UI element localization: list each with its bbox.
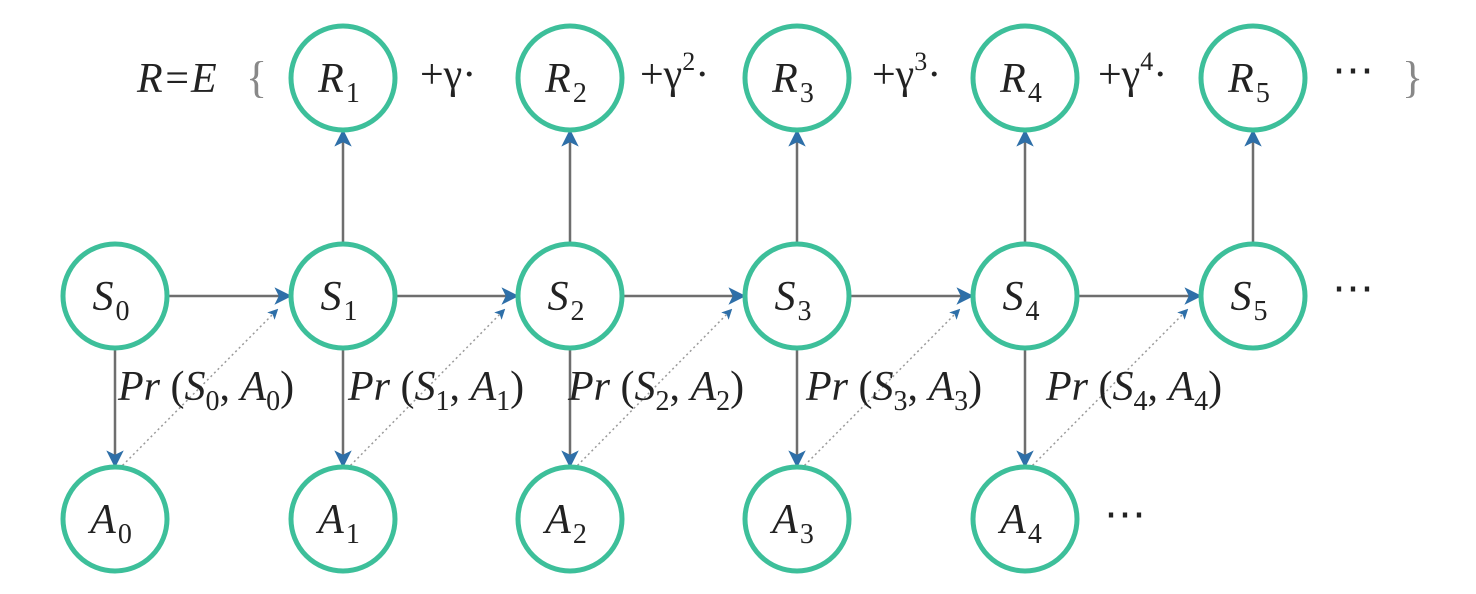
state-node-label: S0 [93, 274, 130, 327]
transition-probability-label: Pr (S3, A3) [805, 364, 982, 417]
reward-node-circle [288, 23, 398, 133]
reward-node-circle [970, 23, 1080, 133]
reward-node-1: R1 [288, 23, 398, 133]
action-node-circle [742, 464, 852, 574]
action-node-label: A1 [315, 497, 360, 550]
state-node-circle [60, 241, 170, 351]
reward-node-5: R5 [1198, 23, 1308, 133]
state-node-circle [515, 241, 625, 351]
state-node-circle [288, 241, 398, 351]
action-node-3: A3 [742, 464, 852, 574]
action-node-1: A1 [288, 464, 398, 574]
state-node-3: S3 [742, 241, 852, 351]
reward-series-ellipsis: ⋯ [1332, 48, 1374, 94]
reward-node-label: R5 [1227, 56, 1270, 109]
discount-operator: +γ2· [640, 47, 709, 98]
reward-node-3: R3 [742, 23, 852, 133]
edges-layer [106, 129, 1262, 470]
reward-node-label: R4 [999, 56, 1042, 109]
reward-node-2: R2 [515, 23, 625, 133]
state-node-2: S2 [515, 241, 625, 351]
labels-layer: Pr (S0, A0) Pr (S1, A1) Pr (S2, A2) Pr (S3,… [117, 47, 1423, 538]
action-to-state-arrow [800, 308, 961, 470]
action-node-label: A3 [769, 497, 814, 550]
state-node-5: S5 [1198, 241, 1308, 351]
action-node-label: A0 [87, 497, 132, 550]
action-node-circle [60, 464, 170, 574]
reward-node-4: R4 [970, 23, 1080, 133]
reward-node-label: R1 [317, 56, 360, 109]
reward-node-label: R3 [771, 56, 814, 109]
action-node-label: A4 [997, 497, 1042, 550]
state-node-label: S2 [548, 274, 585, 327]
states-ellipsis: ⋯ [1332, 266, 1374, 312]
transition-probability-label: Pr (S1, A1) [347, 364, 524, 417]
action-node-circle [970, 464, 1080, 574]
action-node-label: A2 [542, 497, 587, 550]
open-brace: { [246, 53, 267, 102]
state-node-0: S0 [60, 241, 170, 351]
reward-node-circle [742, 23, 852, 133]
transition-probability-label: Pr (S2, A2) [567, 364, 744, 417]
state-node-1: S1 [288, 241, 398, 351]
action-node-4: A4 [970, 464, 1080, 574]
reward-node-label: R2 [544, 56, 587, 109]
state-node-circle [742, 241, 852, 351]
discount-operator: +γ3· [872, 47, 941, 98]
state-node-circle [1198, 241, 1308, 351]
discount-operator: +γ· [420, 52, 476, 98]
action-to-state-arrow [1028, 308, 1189, 470]
action-node-0: A0 [60, 464, 170, 574]
close-brace: } [1402, 53, 1423, 102]
discount-operator: +γ4· [1098, 47, 1167, 98]
action-to-state-arrow [118, 308, 279, 470]
state-node-label: S1 [321, 274, 358, 327]
action-node-circle [515, 464, 625, 574]
state-node-4: S4 [970, 241, 1080, 351]
action-node-2: A2 [515, 464, 625, 574]
action-to-state-arrow [573, 308, 733, 470]
state-node-label: S3 [775, 274, 812, 327]
reward-node-circle [1198, 23, 1308, 133]
state-node-circle [970, 241, 1080, 351]
reward-expression-lhs: R=E [136, 56, 217, 102]
state-node-label: S4 [1003, 274, 1040, 327]
state-node-label: S5 [1231, 274, 1268, 327]
transition-probability-label: Pr (S4, A4) [1045, 364, 1222, 417]
actions-ellipsis: ⋯ [1104, 492, 1146, 538]
action-to-state-arrow [346, 308, 506, 470]
action-node-circle [288, 464, 398, 574]
transition-probability-label: Pr (S0, A0) [117, 364, 294, 417]
reward-node-circle [515, 23, 625, 133]
